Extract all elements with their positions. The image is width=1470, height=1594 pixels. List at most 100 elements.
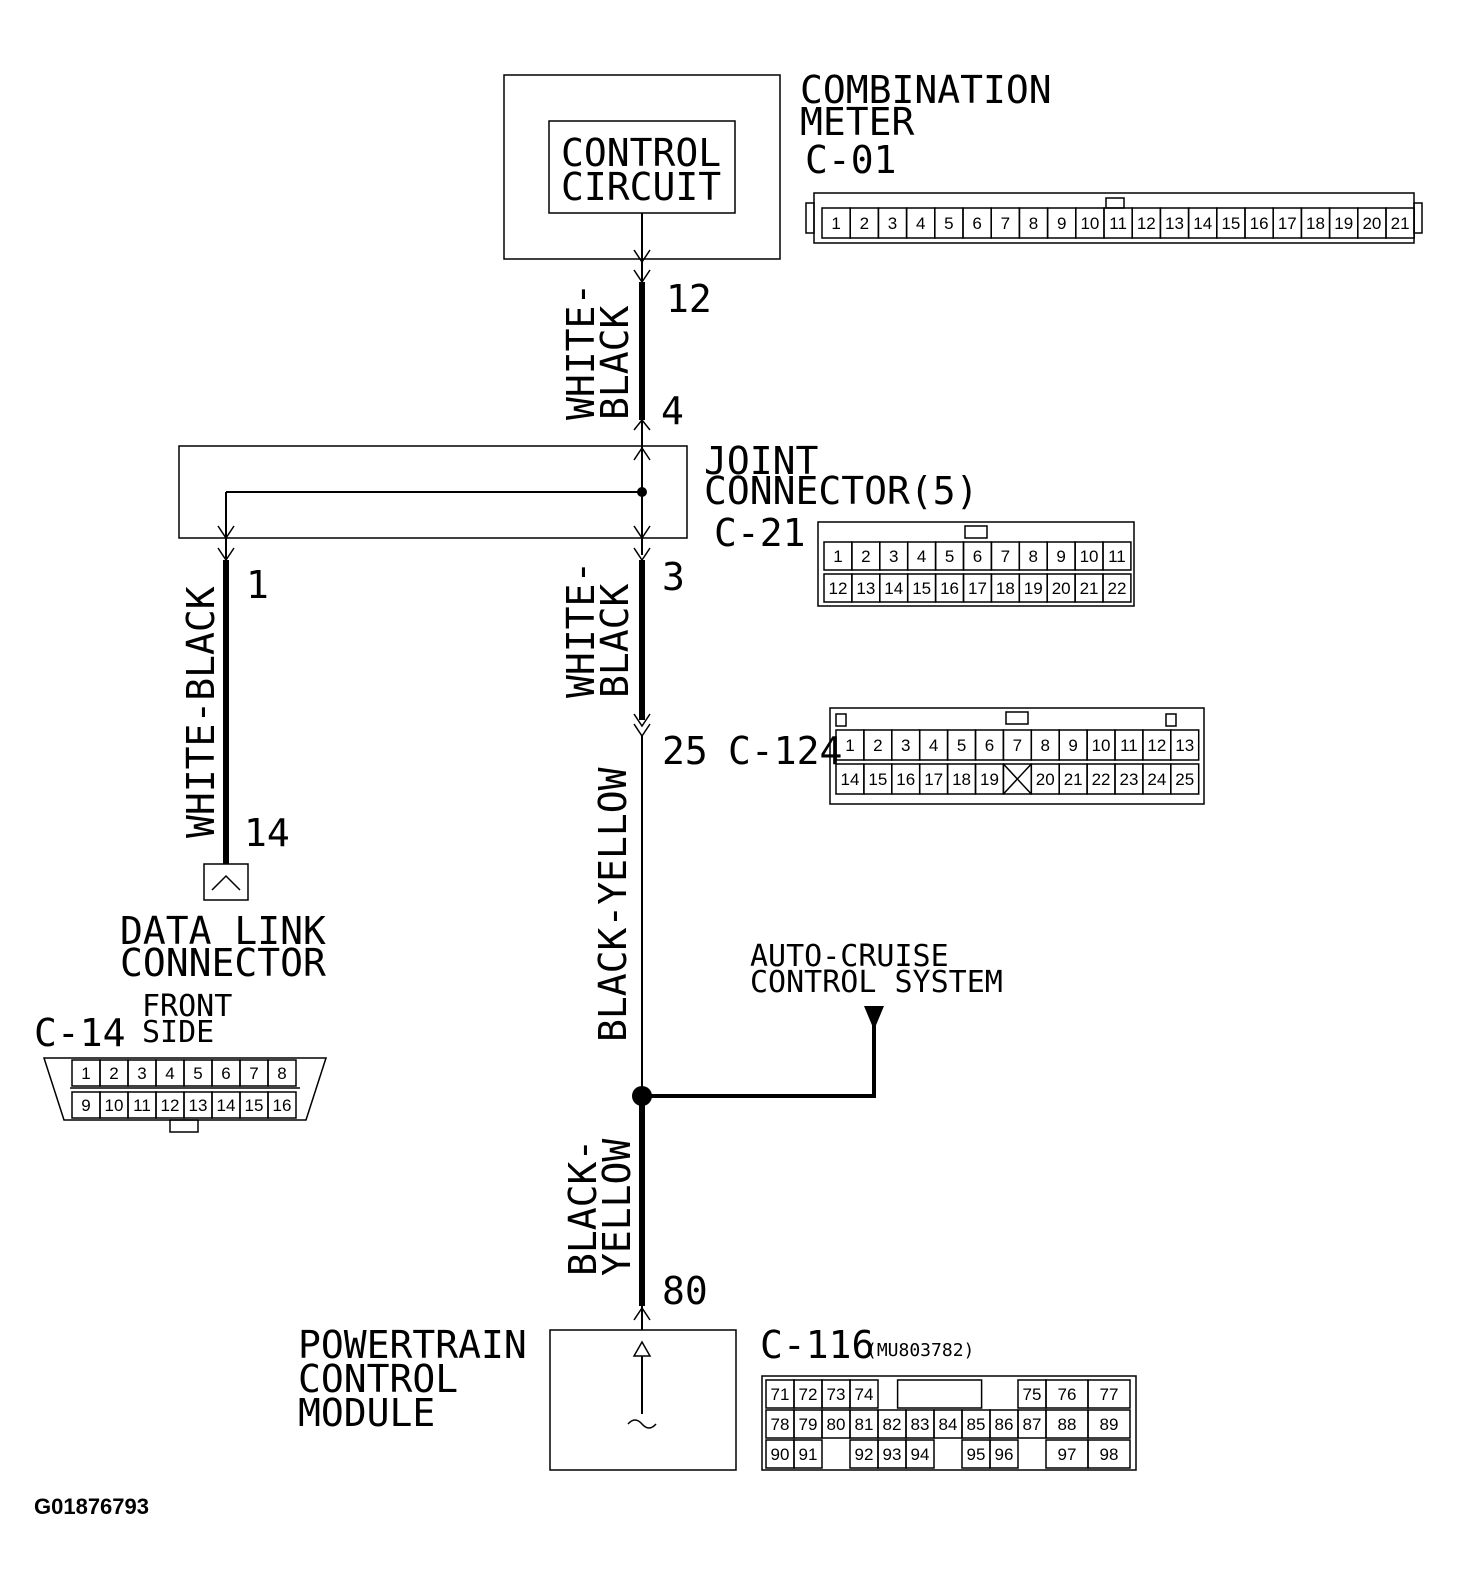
pin-number: 11	[1108, 547, 1126, 566]
pin-number: 21	[1064, 770, 1083, 789]
pin-number: 85	[967, 1415, 986, 1434]
pin-number: 15	[245, 1096, 264, 1115]
pin-number: 1	[845, 736, 854, 755]
pin-12-label: 12	[666, 277, 712, 321]
pin-number: 19	[980, 770, 999, 789]
pin-number: 23	[1119, 770, 1138, 789]
pin-number: 78	[771, 1415, 790, 1434]
pin-number: 17	[968, 579, 987, 598]
pin-number: 3	[901, 736, 910, 755]
pin-number: 93	[883, 1445, 902, 1464]
pin-number: 7	[1013, 736, 1022, 755]
pin-number: 9	[1057, 214, 1066, 233]
pin-cell	[1087, 1379, 1131, 1409]
pin-number: 18	[996, 579, 1015, 598]
pin-number: 5	[957, 736, 966, 755]
pin-number: 19	[1334, 214, 1353, 233]
pin-cell	[849, 1379, 879, 1409]
pin-number: 22	[1092, 770, 1111, 789]
pin-4-label: 4	[661, 389, 684, 433]
pin-number: 76	[1058, 1385, 1077, 1404]
pin-number: 2	[873, 736, 882, 755]
pcm-title-1: POWERTRAIN	[298, 1323, 527, 1367]
data-link-connector-symbol	[203, 863, 249, 901]
pin-number: 71	[771, 1385, 790, 1404]
pin-number: 11	[1109, 214, 1127, 233]
pcm-connector-id: C-116	[760, 1323, 874, 1367]
pin-number: 20	[1036, 770, 1055, 789]
pin-number: 11	[1120, 736, 1138, 755]
pin-number: 19	[1024, 579, 1043, 598]
wire-top-color-2: BLACK	[593, 305, 637, 420]
pin-number: 4	[165, 1064, 174, 1083]
pin-number: 73	[827, 1385, 846, 1404]
pin-number: 18	[952, 770, 971, 789]
pin-3-label: 3	[662, 555, 685, 599]
pin-number: 6	[985, 736, 994, 755]
auto-cruise-label-2: CONTROL SYSTEM	[750, 965, 1003, 1000]
pin-cell	[1170, 729, 1200, 761]
pin-number: 12	[828, 579, 847, 598]
wire-lower-color: BLACK-YELLOW	[591, 767, 635, 1042]
pin-number: 95	[967, 1445, 986, 1464]
pcm-title-2: CONTROL	[298, 1357, 458, 1401]
pin-number: 13	[1175, 736, 1194, 755]
pin-cell	[1102, 541, 1132, 571]
pin-number: 94	[911, 1445, 930, 1464]
pin-number: 6	[973, 547, 982, 566]
pin-number: 89	[1100, 1415, 1119, 1434]
pin-number: 5	[944, 214, 953, 233]
combination-meter-title-2: METER	[800, 100, 915, 144]
pin-number: 24	[1147, 770, 1166, 789]
pin-cell	[1102, 573, 1132, 603]
pin-25-label: 25	[662, 729, 708, 773]
pin-number: 8	[277, 1064, 286, 1083]
pin-number: 15	[1221, 214, 1240, 233]
pcm-title-3: MODULE	[298, 1391, 435, 1435]
pin-number: 20	[1362, 214, 1381, 233]
pin-cell	[905, 1439, 935, 1469]
pcm-part-number: (MU803782)	[866, 1340, 974, 1361]
pin-number: 3	[137, 1064, 146, 1083]
pin-number: 91	[799, 1445, 818, 1464]
wire-mid-color-2: BLACK	[593, 583, 637, 698]
pin-number: 12	[1137, 214, 1156, 233]
joint-connector-title-1: JOINT	[704, 439, 818, 483]
auto-cruise-arrow	[864, 1006, 884, 1030]
pin-number: 7	[1001, 214, 1010, 233]
pin-cell	[1087, 1409, 1131, 1439]
pin-number: 17	[1278, 214, 1297, 233]
pin-number: 8	[1041, 736, 1050, 755]
control-circuit-label-1: CONTROL	[561, 131, 721, 175]
pin-number: 7	[1001, 547, 1010, 566]
pin-cell	[1385, 207, 1415, 239]
pin-number: 74	[855, 1385, 874, 1404]
pin-number: 10	[1092, 736, 1111, 755]
pin-number: 12	[161, 1096, 180, 1115]
pin-number: 97	[1058, 1445, 1077, 1464]
pin-number: 21	[1391, 214, 1410, 233]
pin-number: 86	[995, 1415, 1014, 1434]
pin-number: 80	[827, 1415, 846, 1434]
pin-number: 75	[1023, 1385, 1042, 1404]
pin-number: 84	[939, 1415, 958, 1434]
pin-number: 17	[924, 770, 943, 789]
pin-number: 3	[889, 547, 898, 566]
pin-number: 72	[799, 1385, 818, 1404]
pin-number: 14	[1193, 214, 1212, 233]
pin-14-label: 14	[244, 811, 290, 855]
pin-number: 77	[1100, 1385, 1119, 1404]
data-link-title-2: CONNECTOR	[120, 941, 326, 985]
c124-connector-id: C-124	[728, 729, 842, 773]
pin-number: 1	[831, 214, 840, 233]
pin-number: 2	[109, 1064, 118, 1083]
pin-number: 15	[912, 579, 931, 598]
figure-code: G01876793	[34, 1494, 149, 1519]
pin-number: 87	[1023, 1415, 1042, 1434]
pin-number: 21	[1080, 579, 1099, 598]
control-circuit-label-2: CIRCUIT	[561, 165, 721, 209]
